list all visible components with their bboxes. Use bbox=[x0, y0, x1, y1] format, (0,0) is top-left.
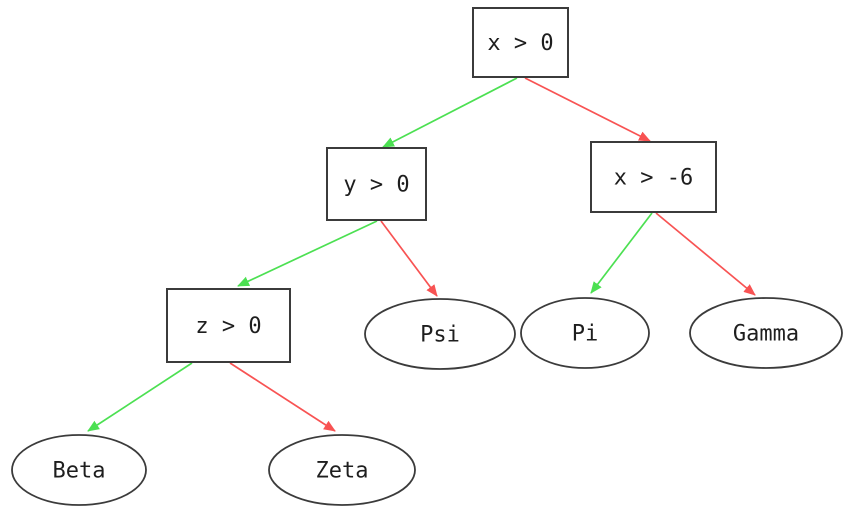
node-z-gt-0-label: z > 0 bbox=[195, 314, 261, 339]
node-x-gt-neg6-label: x > -6 bbox=[614, 166, 693, 191]
edge-root-false-to-x-gt-neg6 bbox=[524, 77, 651, 142]
node-x-gt-neg6: x > -6 bbox=[590, 141, 717, 213]
node-zeta: Zeta bbox=[268, 434, 416, 506]
node-y-gt-0-label: y > 0 bbox=[343, 173, 409, 198]
node-psi-label: Psi bbox=[420, 323, 460, 348]
edge-z-gt-0-true-to-beta bbox=[87, 362, 193, 432]
node-pi-label: Pi bbox=[572, 322, 599, 347]
node-pi: Pi bbox=[520, 297, 650, 369]
edge-layer bbox=[87, 77, 756, 432]
node-y-gt-0: y > 0 bbox=[326, 147, 427, 221]
node-zeta-ellipse bbox=[268, 434, 416, 506]
node-zeta-label: Zeta bbox=[316, 459, 369, 484]
node-pi-ellipse bbox=[520, 297, 650, 369]
node-beta-label: Beta bbox=[53, 459, 106, 484]
node-beta-ellipse bbox=[11, 434, 147, 506]
node-psi-ellipse bbox=[364, 298, 516, 370]
edge-root-true-to-y-gt-0 bbox=[382, 77, 518, 148]
node-root-label: x > 0 bbox=[487, 31, 553, 56]
node-root-box bbox=[472, 7, 569, 78]
node-z-gt-0: z > 0 bbox=[166, 288, 291, 363]
node-gamma: Gamma bbox=[689, 297, 843, 369]
node-gamma-label: Gamma bbox=[733, 322, 799, 347]
node-x-gt-neg6-box bbox=[590, 141, 717, 213]
edge-y-gt-0-false-to-psi bbox=[380, 220, 438, 297]
node-root: x > 0 bbox=[472, 7, 569, 78]
node-psi: Psi bbox=[364, 298, 516, 370]
edge-x-gt-neg6-true-to-pi bbox=[590, 212, 653, 294]
edge-z-gt-0-false-to-zeta bbox=[229, 362, 336, 432]
node-gamma-ellipse bbox=[689, 297, 843, 369]
node-z-gt-0-box bbox=[166, 288, 291, 363]
edge-x-gt-neg6-false-to-gamma bbox=[655, 212, 756, 296]
node-beta: Beta bbox=[11, 434, 147, 506]
node-y-gt-0-box bbox=[326, 147, 427, 221]
edge-y-gt-0-true-to-z-gt-0 bbox=[237, 220, 378, 287]
